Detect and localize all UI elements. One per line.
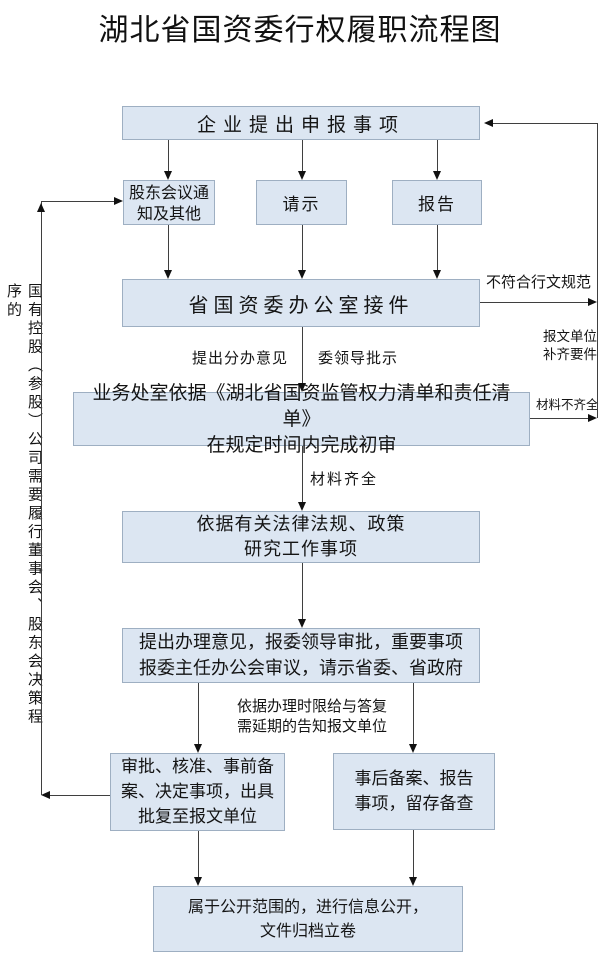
connector-line xyxy=(530,418,588,419)
arrow-left-icon xyxy=(41,791,50,799)
arrow-down-icon xyxy=(194,877,202,886)
arrow-right-icon xyxy=(114,197,123,205)
connector-line xyxy=(480,302,588,303)
arrow-down-icon xyxy=(298,383,306,392)
connector-line xyxy=(41,201,114,202)
arrow-right-icon xyxy=(588,414,597,422)
flow-box-disclosure: 属于公开范围的，进行信息公开， 文件归档立卷 xyxy=(153,886,463,952)
flow-box-shareholder-notice: 股东会议通 知及其他 xyxy=(123,180,215,225)
label-material-complete: 材料齐全 xyxy=(310,470,379,488)
arrow-down-icon xyxy=(433,171,441,180)
label-supplement-requirements: 报文单位 补齐要件 xyxy=(543,329,597,363)
arrow-down-icon xyxy=(433,270,441,279)
connector-line xyxy=(168,140,169,171)
page-title: 湖北省国资委行权履职流程图 xyxy=(98,13,502,48)
connector-line xyxy=(168,225,169,270)
flow-box-handling-opinion: 提出办理意见，报委领导审批，重要事项 报委主任办公会审议，请示省委、省政府 xyxy=(122,628,480,683)
flow-box-request: 请示 xyxy=(256,180,347,225)
connector-line xyxy=(302,225,303,270)
label-assign-opinion: 提出分办意见 xyxy=(192,349,289,367)
flow-box-approval-reply: 审批、核准、事前备 案、决定事项，出具 批复至报文单位 xyxy=(110,753,285,831)
connector-line xyxy=(41,201,42,795)
connector-line xyxy=(413,683,414,744)
connector-line xyxy=(302,327,303,383)
flow-box-research: 依据有关法律法规、政策 研究工作事项 xyxy=(122,511,480,563)
connector-line xyxy=(302,140,303,171)
label-deadline-note: 依据办理时限给与答复 需延期的告知报文单位 xyxy=(236,697,387,735)
arrow-up-icon xyxy=(37,203,45,212)
arrow-down-icon xyxy=(298,619,306,628)
arrow-down-icon xyxy=(409,744,417,753)
arrow-down-icon xyxy=(194,744,202,753)
connector-line xyxy=(437,140,438,171)
arrow-down-icon xyxy=(298,502,306,511)
connector-line xyxy=(198,683,199,744)
flow-box-office-receive: 省国资委办公室接件 xyxy=(122,279,480,327)
connector-line xyxy=(493,123,597,124)
arrow-down-icon xyxy=(298,270,306,279)
flow-box-enterprise-declare: 企业提出申报事项 xyxy=(122,106,480,140)
arrow-left-icon xyxy=(484,119,493,127)
label-state-holding-side-note: 国有控股（参股）公司需要履行董事会、股东会决策程序的 xyxy=(5,283,44,727)
arrow-down-icon xyxy=(164,270,172,279)
label-leader-instruction: 委领导批示 xyxy=(318,349,399,367)
label-nonstandard-doc: 不符合行文规范 xyxy=(486,273,592,291)
label-material-incomplete: 材料不齐全 xyxy=(536,397,599,412)
connector-line xyxy=(437,225,438,270)
arrow-down-icon xyxy=(164,171,172,180)
arrow-right-icon xyxy=(588,298,597,306)
arrow-down-icon xyxy=(409,877,417,886)
flow-box-post-filing: 事后备案、报告 事项，留存备查 xyxy=(333,753,495,830)
flow-box-report: 报告 xyxy=(392,180,482,225)
connector-line xyxy=(198,831,199,877)
arrow-down-icon xyxy=(298,171,306,180)
connector-line xyxy=(50,795,110,796)
connector-line xyxy=(413,830,414,877)
connector-line xyxy=(302,563,303,619)
connector-line xyxy=(597,123,598,418)
flow-box-initial-review: 业务处室依据《湖北省国资监管权力清单和责任清单》 在规定时间内完成初审 xyxy=(73,382,530,456)
connector-line xyxy=(302,446,303,502)
